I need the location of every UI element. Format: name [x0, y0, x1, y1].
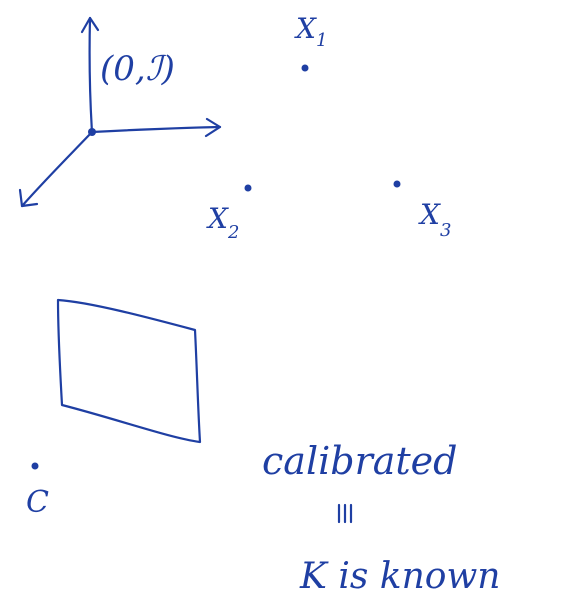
point-x2-dot: [244, 184, 252, 192]
point-x1-dot: [301, 64, 309, 72]
camera-center-dot: [31, 462, 39, 470]
note-calibrated: calibrated: [262, 439, 457, 483]
point-x2-label: X2: [206, 202, 239, 243]
note-equivalence: ⇕: [336, 521, 337, 523]
note-k-is-known: K is known: [299, 556, 500, 597]
origin-label: (0,ℐ): [100, 49, 175, 89]
point-x3-label: X3: [418, 198, 451, 241]
frame-axis-diagonal: [20, 130, 94, 208]
camera-center-label: C: [26, 485, 49, 520]
frame-axis-diagonal-arrowhead: [18, 188, 39, 208]
frame-axis-up: [88, 16, 94, 134]
frame-axis-right: [90, 125, 222, 134]
origin-dot: [88, 128, 96, 136]
point-x1-label: X1: [294, 12, 327, 51]
point-x3-dot: [393, 180, 401, 188]
image-plane: [56, 298, 202, 444]
frame-axis-up-arrowhead: [80, 16, 100, 34]
frame-axis-right-arrowhead: [204, 117, 222, 138]
